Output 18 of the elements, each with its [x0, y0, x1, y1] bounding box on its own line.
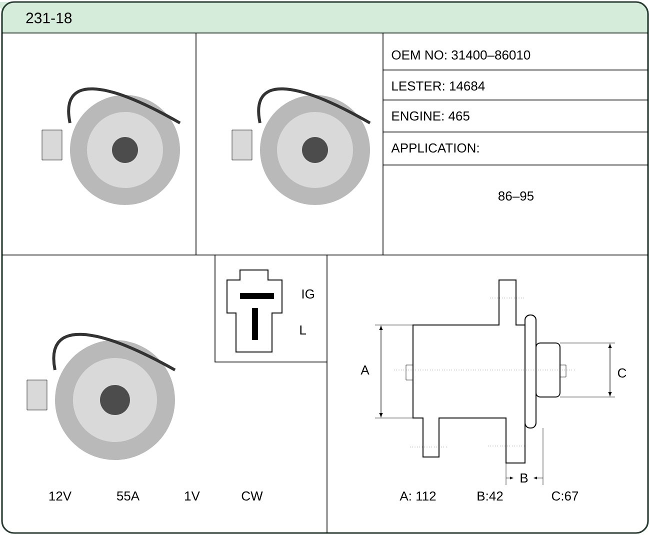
spec-value: 55A	[116, 491, 140, 501]
dimension-value: A: 112	[400, 491, 436, 501]
dimension-label: A	[360, 366, 370, 374]
spec-text: ENGINE: 465	[392, 111, 470, 121]
pin-label: IG	[302, 289, 314, 299]
spec-text: OEM NO: 31400–86010	[392, 50, 530, 60]
dimension-value: B:42	[478, 491, 503, 501]
dimension-label: B	[520, 474, 528, 482]
dimension-value: C:67	[552, 491, 578, 501]
spec-text: LESTER: 14684	[392, 81, 485, 91]
application-text: 86–95	[498, 191, 534, 201]
spec-value: 12V	[49, 491, 72, 501]
dimension-label: C	[618, 368, 626, 378]
spec-value: CW	[242, 491, 263, 501]
spec-text: APPLICATION:	[391, 143, 479, 153]
pin-label: L	[300, 326, 306, 334]
spec-value: 1V	[185, 492, 200, 500]
title: 231-18	[26, 12, 72, 24]
